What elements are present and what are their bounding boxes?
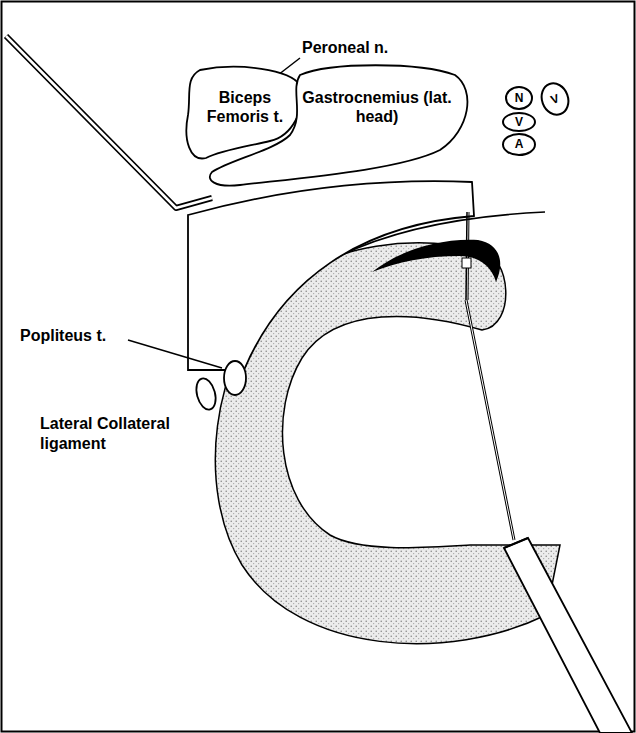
anatomy-label: Peroneal n. [302, 38, 432, 58]
muscle-label-box: Gastrocnemius (lat. head) [205, 60, 477, 192]
vessel-oval: N [505, 86, 533, 110]
muscle-outline [210, 65, 468, 185]
anatomy-label: Popliteus t. [20, 326, 130, 346]
suture-needle [466, 212, 467, 300]
cannula-tip [504, 538, 528, 548]
popliteus-tendon [224, 361, 246, 395]
vessel-oval: A [502, 133, 536, 156]
needle-shaft [466, 300, 514, 540]
collateral-ligament [193, 376, 219, 412]
vessel-letter: V [515, 115, 523, 129]
suture [462, 258, 471, 268]
anatomy-label: Lateral Collateral ligament [40, 414, 198, 454]
meniscal-tear [372, 240, 500, 282]
structure-label: Biceps Femoris t. [190, 88, 300, 126]
vessel-oval: V [502, 112, 536, 132]
retractor-core [6, 36, 212, 208]
retractor [6, 36, 212, 208]
vessel-oval: V [536, 78, 574, 120]
leader-line [128, 340, 222, 368]
needle-shaft-core [466, 300, 514, 540]
muscle-outline [205, 60, 477, 192]
vessel-letter: V [549, 91, 561, 107]
vessel-letter: A [515, 137, 524, 151]
cannula-tube [504, 538, 632, 733]
suture-needle [468, 212, 469, 300]
structure-label: Gastrocnemius (lat. head) [297, 88, 457, 126]
vessel-letter: N [515, 91, 524, 105]
cannula-shield [188, 181, 474, 370]
